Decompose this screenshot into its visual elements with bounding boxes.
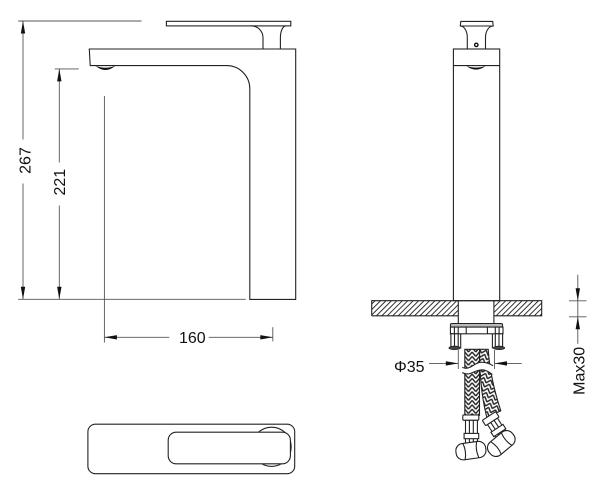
svg-text:Φ35: Φ35: [394, 359, 425, 376]
svg-text:221: 221: [52, 169, 69, 196]
svg-text:267: 267: [18, 147, 35, 174]
svg-text:160: 160: [179, 330, 206, 347]
svg-text:Max30: Max30: [571, 347, 588, 395]
